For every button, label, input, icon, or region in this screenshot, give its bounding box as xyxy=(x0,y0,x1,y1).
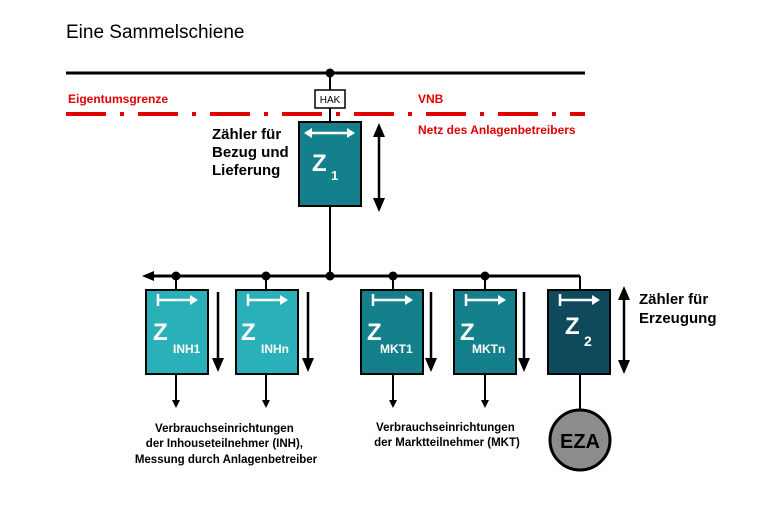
meter-mktn: Z MKTn xyxy=(453,289,530,375)
eigentumsgrenze-label: Eigentumsgrenze xyxy=(68,92,168,106)
busbar-junction-dot xyxy=(325,271,335,281)
diagram-title: Eine Sammelschiene xyxy=(66,22,244,43)
arrow-right-icon xyxy=(405,295,413,305)
eza-label: EZA xyxy=(560,431,600,453)
svg-text:Z: Z xyxy=(565,313,580,340)
hak-label: HAK xyxy=(320,95,341,106)
svg-text:1: 1 xyxy=(331,168,338,183)
verbraucher-inh-label: Verbrauchseinrichtungen der Inhouseteiln… xyxy=(135,423,318,466)
arrow-right-icon xyxy=(498,295,506,305)
meter-mkt1: Z MKT1 xyxy=(360,289,437,375)
arrow-down-icon xyxy=(518,358,530,372)
svg-text:INHn: INHn xyxy=(261,342,289,356)
bidirectional-vertical-arrow-icon xyxy=(373,123,385,212)
bidirectional-vertical-arrow-icon xyxy=(618,286,630,374)
zaehler-bezug-label: Zähler für Bezug und Lieferung xyxy=(212,126,293,179)
arrow-down-icon xyxy=(425,358,437,372)
zaehler-erzeugung-label: Zähler für Erzeugung xyxy=(639,291,717,327)
netz-anlagenbetreiber-label: Netz des Anlagenbetreibers xyxy=(418,123,576,137)
busbar-arrow-icon xyxy=(142,271,154,281)
arrow-down-icon xyxy=(212,358,224,372)
meter-inhn: Z INHn xyxy=(235,289,314,375)
svg-text:Z: Z xyxy=(460,319,475,346)
svg-text:Z: Z xyxy=(312,150,327,177)
svg-text:2: 2 xyxy=(584,333,592,349)
verbraucher-mkt-label: Verbrauchseinrichtungen der Marktteilneh… xyxy=(374,422,520,449)
svg-text:MKTn: MKTn xyxy=(472,342,505,356)
arrow-right-icon xyxy=(280,295,288,305)
meter-inh1: Z INH1 xyxy=(145,289,224,375)
vnb-label: VNB xyxy=(418,92,444,106)
svg-text:Z: Z xyxy=(241,319,256,346)
svg-text:INH1: INH1 xyxy=(173,342,201,356)
svg-text:Z: Z xyxy=(153,319,168,346)
arrow-right-icon xyxy=(190,295,198,305)
arrow-down-icon xyxy=(302,358,314,372)
svg-text:Z: Z xyxy=(367,319,382,346)
eza-generator: EZA xyxy=(548,408,612,472)
meter-z1: Z 1 xyxy=(298,121,362,207)
svg-text:MKT1: MKT1 xyxy=(380,342,413,356)
meter-z2: Z 2 xyxy=(547,289,611,375)
arrow-right-icon xyxy=(592,295,600,305)
